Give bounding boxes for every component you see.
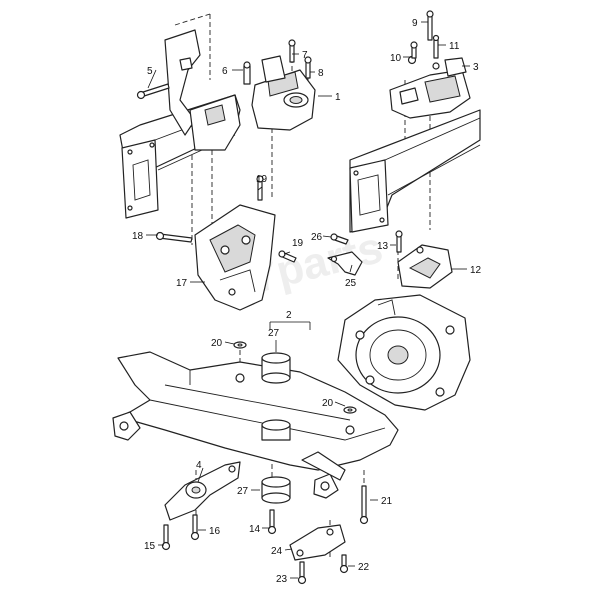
callout-22: 22 bbox=[358, 562, 370, 573]
gearbox-support-bracket bbox=[397, 244, 453, 289]
callout-17: 17 bbox=[176, 278, 188, 289]
engine-mount-bracket bbox=[164, 29, 316, 151]
callout-19-lower: 19 bbox=[292, 238, 304, 249]
engine-support-bracket bbox=[194, 204, 276, 311]
callout-16: 16 bbox=[209, 526, 221, 537]
small-bracket bbox=[327, 251, 363, 276]
rubber-mounts bbox=[261, 352, 291, 504]
callout-20-left: 20 bbox=[211, 338, 223, 349]
callout-1: 1 bbox=[335, 92, 341, 103]
gearbox-housing bbox=[337, 294, 471, 411]
pendulum-support bbox=[164, 461, 241, 521]
right-longitudinal-member bbox=[349, 109, 481, 233]
callout-27-lower: 27 bbox=[237, 486, 249, 497]
callout-6: 6 bbox=[222, 66, 228, 77]
callout-leaders bbox=[146, 21, 470, 579]
callout-2: 2 bbox=[286, 310, 292, 321]
callout-26: 26 bbox=[311, 232, 323, 243]
callout-15: 15 bbox=[144, 541, 156, 552]
callout-19-upper: 19 bbox=[256, 174, 268, 185]
callout-13: 13 bbox=[377, 241, 389, 252]
callout-25: 25 bbox=[345, 278, 357, 289]
subframe bbox=[112, 351, 399, 499]
callout-14: 14 bbox=[249, 524, 261, 535]
washers bbox=[233, 341, 357, 414]
callout-24: 24 bbox=[271, 546, 283, 557]
callout-3: 3 bbox=[473, 62, 479, 73]
callout-27-upper: 27 bbox=[268, 328, 280, 339]
callout-12: 12 bbox=[470, 265, 482, 276]
gearbox-mount-bracket bbox=[389, 55, 471, 119]
callout-8: 8 bbox=[318, 68, 324, 79]
callout-23: 23 bbox=[276, 574, 288, 585]
callout-21: 21 bbox=[381, 496, 393, 507]
callout-20-right: 20 bbox=[322, 398, 334, 409]
callout-9: 9 bbox=[412, 18, 418, 29]
callout-4: 4 bbox=[196, 460, 202, 471]
callout-10: 10 bbox=[390, 53, 402, 64]
callouts: 1 2 3 4 5 6 7 8 9 10 11 12 13 14 15 16 1… bbox=[132, 18, 482, 585]
callout-11: 11 bbox=[449, 41, 460, 52]
bolts bbox=[136, 10, 440, 585]
callout-5: 5 bbox=[147, 66, 153, 77]
callout-18: 18 bbox=[132, 231, 144, 242]
callout-7: 7 bbox=[302, 50, 308, 61]
lower-bracket bbox=[289, 524, 346, 561]
